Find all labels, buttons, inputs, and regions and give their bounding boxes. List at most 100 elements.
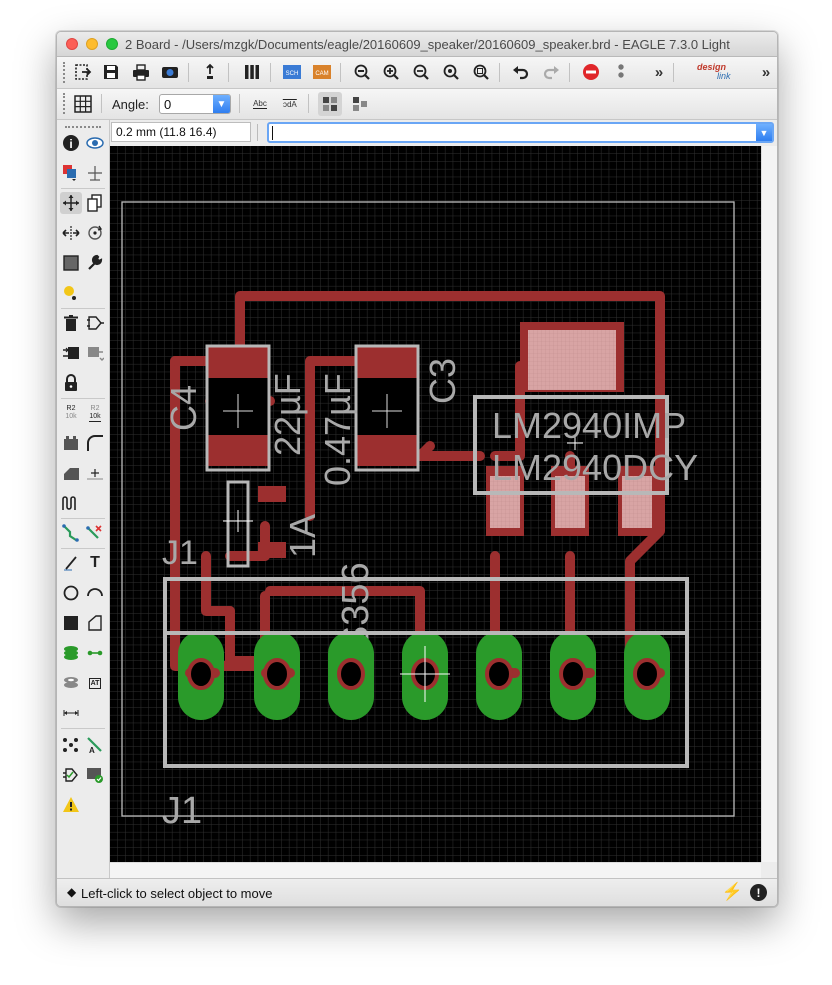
text-tool-icon[interactable]: T (90, 554, 100, 571)
connector-j1[interactable]: J1 (162, 577, 689, 832)
circle-icon[interactable] (60, 582, 82, 604)
layer-settings-icon[interactable] (240, 60, 264, 84)
rectangle-icon[interactable] (60, 612, 82, 634)
cam-switch-icon[interactable]: CAM (310, 60, 334, 84)
meander-icon[interactable] (60, 492, 82, 514)
split-icon[interactable] (60, 462, 82, 484)
undo-icon[interactable] (509, 60, 533, 84)
cam-processor-icon[interactable] (158, 60, 182, 84)
j1-bottom-label: J1 (162, 790, 202, 832)
mirror-icon[interactable] (60, 222, 82, 244)
smash-icon[interactable] (60, 432, 82, 454)
toolbar-grip[interactable] (63, 93, 68, 114)
chevron-down-icon[interactable]: ▼ (756, 124, 772, 141)
erc-icon[interactable] (60, 764, 82, 786)
chevron-down-icon[interactable]: ▼ (213, 95, 230, 113)
mark-icon[interactable] (84, 162, 106, 184)
print-icon[interactable] (129, 60, 153, 84)
toolbar-separator (340, 63, 341, 82)
redraw-icon[interactable] (439, 60, 463, 84)
hole-icon[interactable] (60, 672, 82, 694)
move-icon[interactable] (60, 192, 82, 214)
ratsnest-mode-on-icon[interactable] (318, 92, 342, 116)
redo-icon[interactable] (539, 60, 563, 84)
vertical-scrollbar[interactable] (761, 146, 777, 862)
group-icon[interactable] (60, 252, 82, 274)
route-icon[interactable] (60, 522, 82, 544)
toolbar-separator (270, 63, 271, 82)
minimize-window-button[interactable] (86, 38, 98, 50)
change-icon[interactable] (84, 252, 106, 274)
polygon-icon[interactable] (84, 612, 106, 634)
toolbar-separator (61, 518, 105, 519)
spin-text-icon[interactable]: Abc (283, 99, 297, 109)
zoom-select-icon[interactable] (469, 60, 493, 84)
horizontal-scrollbar[interactable] (110, 862, 761, 878)
drc-icon[interactable] (84, 764, 106, 786)
board-outline (121, 201, 735, 817)
save-icon[interactable] (99, 60, 123, 84)
lock-icon[interactable] (60, 372, 82, 394)
via-icon[interactable] (60, 642, 82, 664)
rotate-icon[interactable] (84, 222, 106, 244)
zoom-in-icon[interactable] (379, 60, 403, 84)
name-icon[interactable]: R2 10k (65, 405, 77, 420)
status-diamond-icon: ◆ (67, 885, 77, 899)
ratsnest-icon[interactable] (60, 734, 82, 756)
show-icon[interactable] (84, 132, 106, 154)
designlink-logo[interactable]: design link (697, 62, 731, 81)
schematic-switch-icon[interactable]: SCH (280, 60, 304, 84)
ratsnest-mode-off-icon[interactable] (348, 92, 372, 116)
j1-pads[interactable] (178, 631, 670, 720)
board-drawing[interactable]: C4 22µF C3 0.47µF (110, 146, 761, 862)
open-file-icon[interactable] (71, 60, 95, 84)
replace-icon[interactable] (60, 342, 82, 364)
coordinate-display: 0.2 mm (11.8 16.4) (111, 122, 251, 142)
info-icon[interactable]: i (60, 132, 82, 154)
toolbar-separator (61, 728, 105, 729)
ripup-icon[interactable] (84, 522, 106, 544)
signal-icon[interactable] (84, 642, 106, 664)
mirror-text-icon[interactable]: Abc (253, 99, 267, 109)
toolbar-overflow-button[interactable]: » (654, 63, 664, 81)
stop-icon[interactable]: ! (750, 884, 767, 901)
add-icon[interactable] (84, 312, 106, 334)
angle-select[interactable]: 0 ▼ (159, 94, 231, 114)
regulator-ic[interactable]: LM2940IMP LM2940DCY (473, 322, 698, 536)
go-command-icon[interactable] (609, 60, 633, 84)
attribute-icon[interactable]: AT (88, 677, 102, 689)
lightning-icon[interactable]: ⚡ (721, 882, 743, 901)
dimension-icon[interactable] (60, 702, 82, 724)
close-window-button[interactable] (66, 38, 78, 50)
errors-warning-icon[interactable] (60, 794, 82, 816)
paste-icon[interactable] (60, 282, 82, 304)
command-toolbar: i (57, 120, 110, 878)
wire-icon[interactable] (60, 552, 82, 574)
zoom-window-button[interactable] (106, 38, 118, 50)
capacitor-c3[interactable]: C3 0.47µF (317, 344, 463, 486)
zoom-out-icon[interactable] (409, 60, 433, 84)
run-script-icon[interactable] (198, 60, 222, 84)
toolbar-overflow-button-2[interactable]: » (761, 63, 771, 81)
value-icon[interactable]: R2 10k (89, 404, 101, 422)
ic-value-label: LM2940DCY (492, 447, 698, 488)
copy-icon[interactable] (84, 192, 106, 214)
toolbar-separator (61, 398, 105, 399)
command-line-input[interactable]: ▼ (267, 122, 774, 143)
display-layers-icon[interactable] (60, 162, 82, 184)
board-canvas[interactable]: C4 22µF C3 0.47µF (110, 146, 761, 862)
toolbar-grip[interactable] (65, 126, 101, 130)
pinswap-icon[interactable] (84, 342, 106, 364)
arc-icon[interactable] (84, 582, 106, 604)
capacitor-c4[interactable]: C4 22µF (163, 344, 308, 472)
delete-icon[interactable] (60, 312, 82, 334)
miter-icon[interactable] (84, 432, 106, 454)
autorouter-icon[interactable]: A (84, 734, 106, 756)
toolbar-grip[interactable] (63, 62, 68, 83)
optimize-icon[interactable] (84, 462, 106, 484)
stop-command-icon[interactable] (579, 60, 603, 84)
svg-text:CAM: CAM (315, 71, 328, 77)
grid-icon[interactable] (71, 92, 95, 116)
zoom-to-fit-icon[interactable] (350, 60, 374, 84)
j1-top-label: J1 (162, 534, 198, 572)
